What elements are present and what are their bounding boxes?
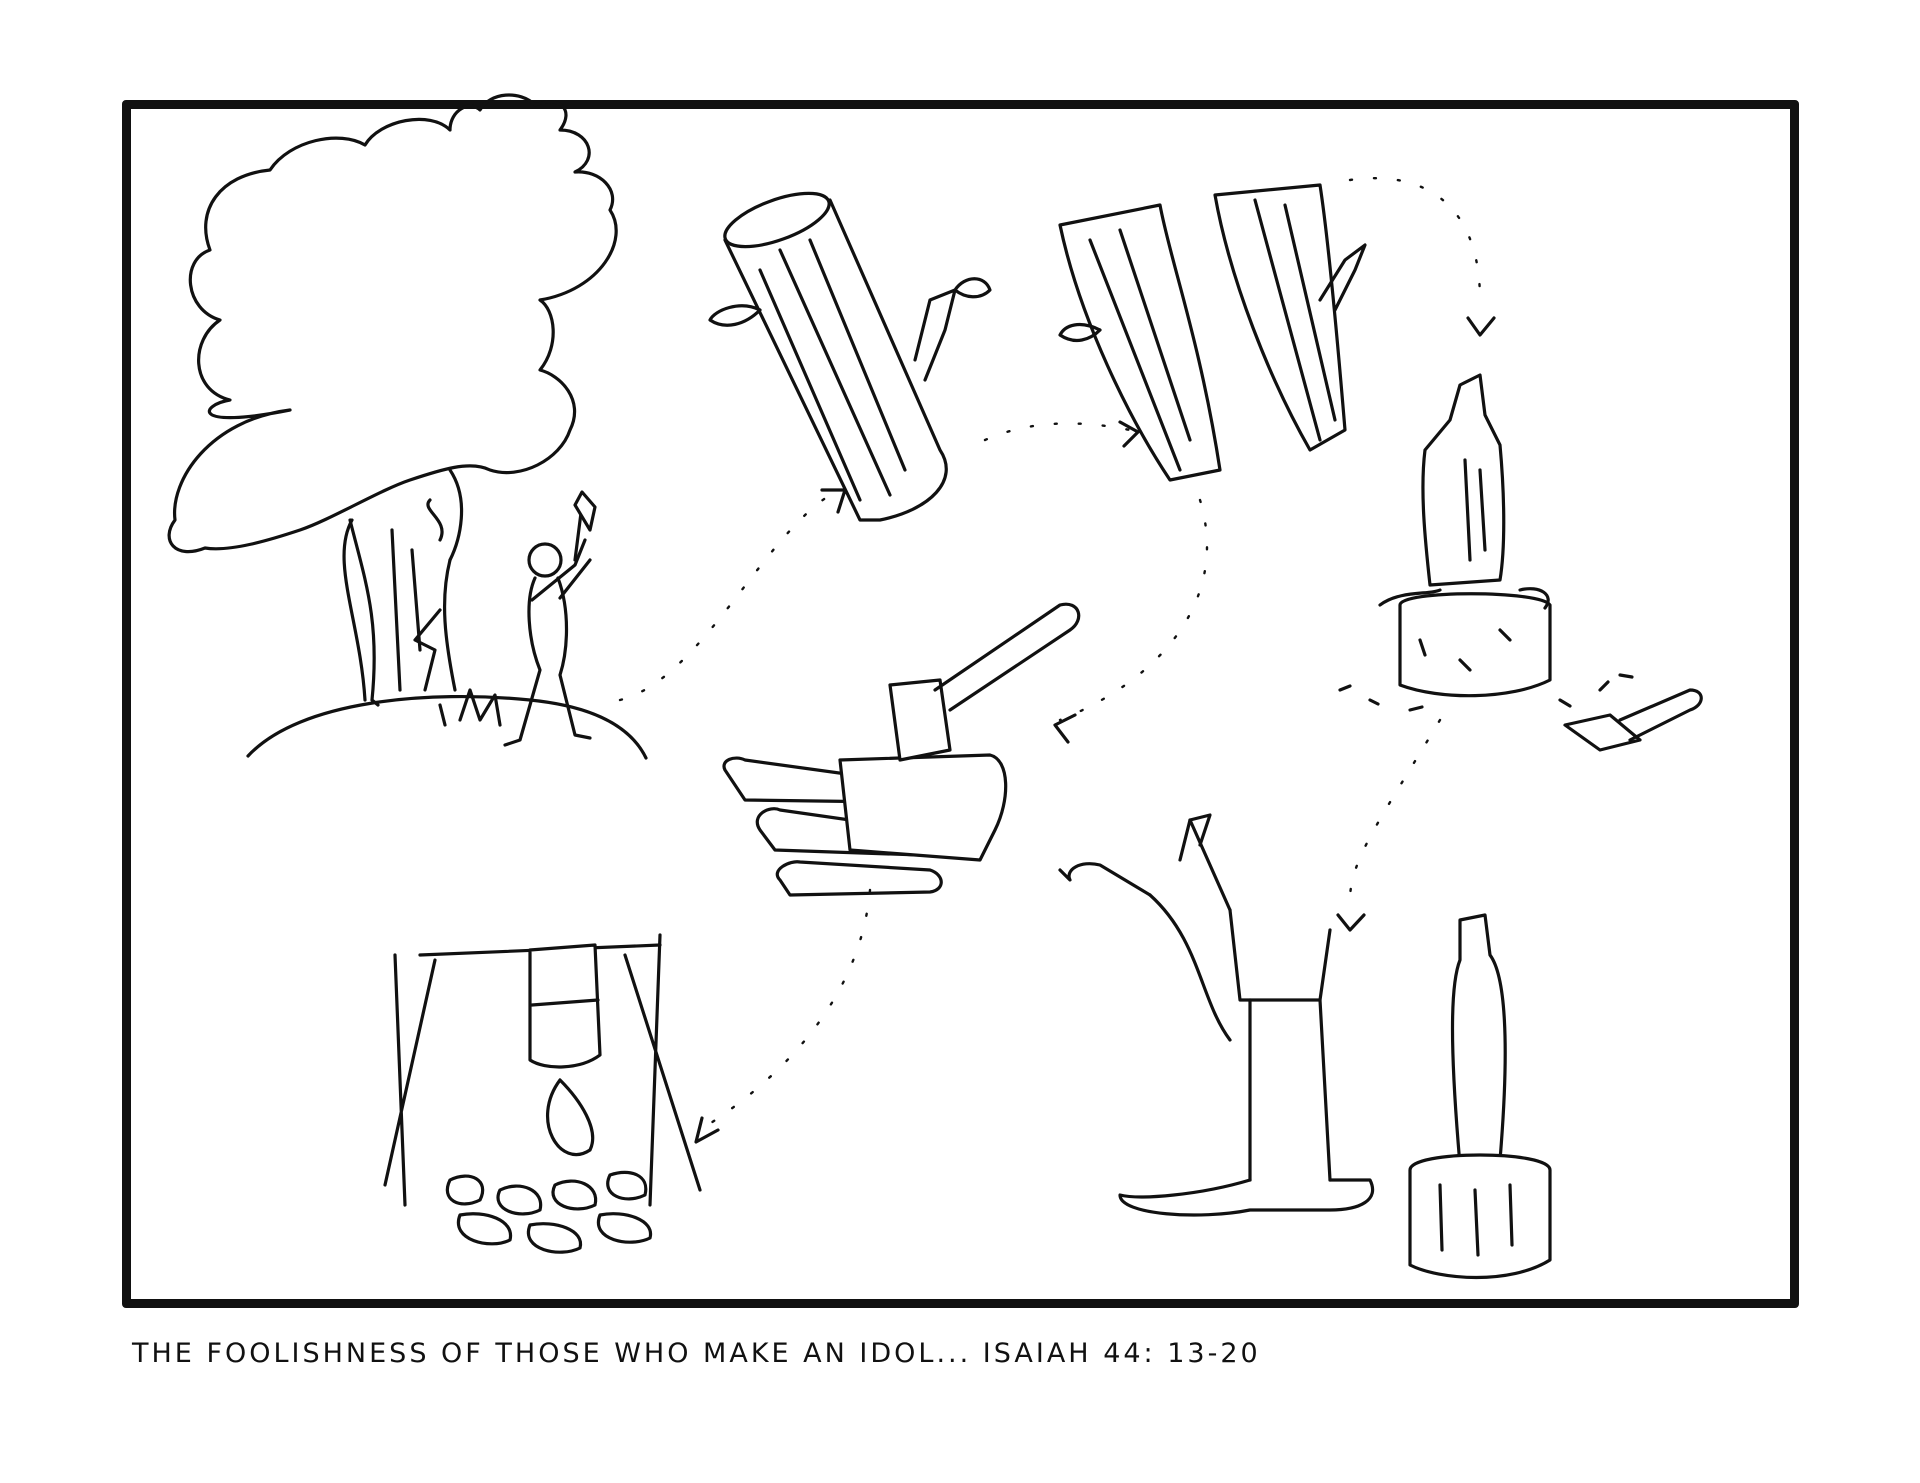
dotted-path-4	[1053, 498, 1209, 744]
campfire-with-pot	[383, 933, 702, 1254]
axe-and-firewood	[722, 602, 1081, 897]
dotted-path-3	[1348, 176, 1496, 337]
man-worshipping-idol	[1058, 813, 1552, 1280]
dotted-path-5	[1336, 718, 1442, 932]
split-logs	[1058, 183, 1367, 482]
felled-log	[708, 191, 992, 522]
caption: THE FOOLISHNESS OF THOSE WHO MAKE AN IDO…	[132, 1338, 1261, 1369]
dotted-path-2	[983, 420, 1140, 448]
illustration-frame	[122, 100, 1799, 1308]
man-chopping-tree	[167, 93, 648, 760]
dotted-path-6	[694, 888, 872, 1144]
dotted-path-1	[618, 488, 847, 702]
carved-idol-on-stump	[1338, 373, 1703, 752]
